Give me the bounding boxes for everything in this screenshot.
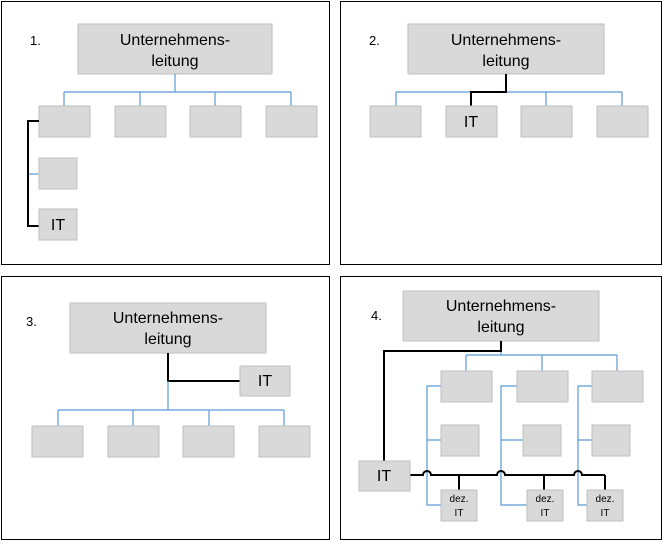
panel-3-unit-2	[107, 425, 160, 458]
panel-4-unit-3	[591, 370, 644, 403]
panel-2-it-box	[445, 105, 498, 138]
panel-1: 1. Unternehmens- leitung IT	[1, 1, 330, 265]
panel-4-unit-1	[440, 370, 493, 403]
panel-1-it-line	[27, 120, 39, 227]
panel-4-dez-it-3	[586, 489, 624, 522]
panel-3-unit-1	[31, 425, 84, 458]
panel-1-unit-3	[189, 105, 242, 138]
panel-3-top-line2: leitung	[144, 331, 191, 348]
panel-3-it-box	[239, 365, 291, 397]
panel-1-top-line1: Unternehmens-	[120, 32, 230, 49]
panel-4-top-line1: Unternehmens-	[446, 298, 556, 315]
panel-2: 2. Unternehmens- leitung IT	[340, 1, 662, 265]
panel-4-sub-unit-3	[591, 424, 631, 457]
panel-1-unit-1	[38, 105, 91, 138]
panel-4-column-1-connectors	[426, 385, 441, 506]
panel-1-unit-2	[114, 105, 167, 138]
panel-3-number: 3.	[26, 314, 37, 329]
panel-1-sub-unit	[38, 157, 78, 190]
panel-4-it-label: IT	[377, 468, 391, 485]
panel-2-connectors	[395, 91, 623, 106]
panel-4-unit-2	[516, 370, 569, 403]
panel-4-column-2-connectors	[500, 385, 527, 506]
panel-1-it-label: IT	[51, 217, 65, 234]
panel-4-dez-it-3-line2: IT	[601, 508, 610, 519]
panel-4-dez-it-3-line1: dez.	[596, 494, 615, 505]
panel-3: 3. Unternehmens- leitung IT	[1, 276, 330, 540]
panel-4-dez-it-2	[526, 489, 564, 522]
panel-2-unit-4	[596, 105, 649, 138]
panel-2-unit-1	[369, 105, 422, 138]
panel-3-unit-4	[258, 425, 311, 458]
panel-1-unit-4	[265, 105, 318, 138]
panel-4-dez-it-1	[440, 489, 478, 522]
panel-2-unit-3	[520, 105, 573, 138]
panel-4-number: 4.	[371, 308, 382, 323]
panel-1-connectors	[63, 74, 292, 106]
panel-4-sub-unit-1	[440, 424, 480, 457]
panel-4-it-box	[358, 460, 411, 492]
panel-1-it-box	[38, 208, 78, 241]
panel-2-top-box	[407, 23, 605, 75]
panel-3-top-line1: Unternehmens-	[113, 310, 223, 327]
panel-2-number: 2.	[369, 33, 380, 48]
panel-4-it-line	[383, 341, 502, 461]
panel-4-top-line2: leitung	[477, 319, 524, 336]
panel-3-unit-3	[182, 425, 235, 458]
panel-4-dez-it-2-line2: IT	[541, 508, 550, 519]
panel-1-top-box	[77, 23, 273, 75]
panel-2-it-label: IT	[464, 114, 478, 131]
panel-4-dez-it-2-line1: dez.	[536, 494, 555, 505]
panel-3-connectors	[57, 381, 285, 426]
panel-2-top-line1: Unternehmens-	[451, 32, 561, 49]
panel-1-number: 1.	[30, 33, 41, 48]
panel-4-dez-it-1-line1: dez.	[450, 494, 469, 505]
panel-4: 4. Unternehmens- leitung IT dez. IT dez.…	[340, 276, 662, 540]
panel-4-column-3-connectors	[577, 385, 592, 506]
panel-4-top-box	[402, 290, 600, 342]
panel-4-dez-it-1-line2: IT	[455, 508, 464, 519]
panel-1-top-line2: leitung	[151, 53, 198, 70]
panel-2-it-line	[470, 74, 507, 106]
panel-4-dez-line	[410, 470, 605, 476]
panel-2-top-line2: leitung	[482, 53, 529, 70]
panel-3-it-label: IT	[258, 373, 272, 390]
panel-4-dez-drops	[458, 475, 606, 490]
panel-4-sub-unit-2	[522, 424, 562, 457]
